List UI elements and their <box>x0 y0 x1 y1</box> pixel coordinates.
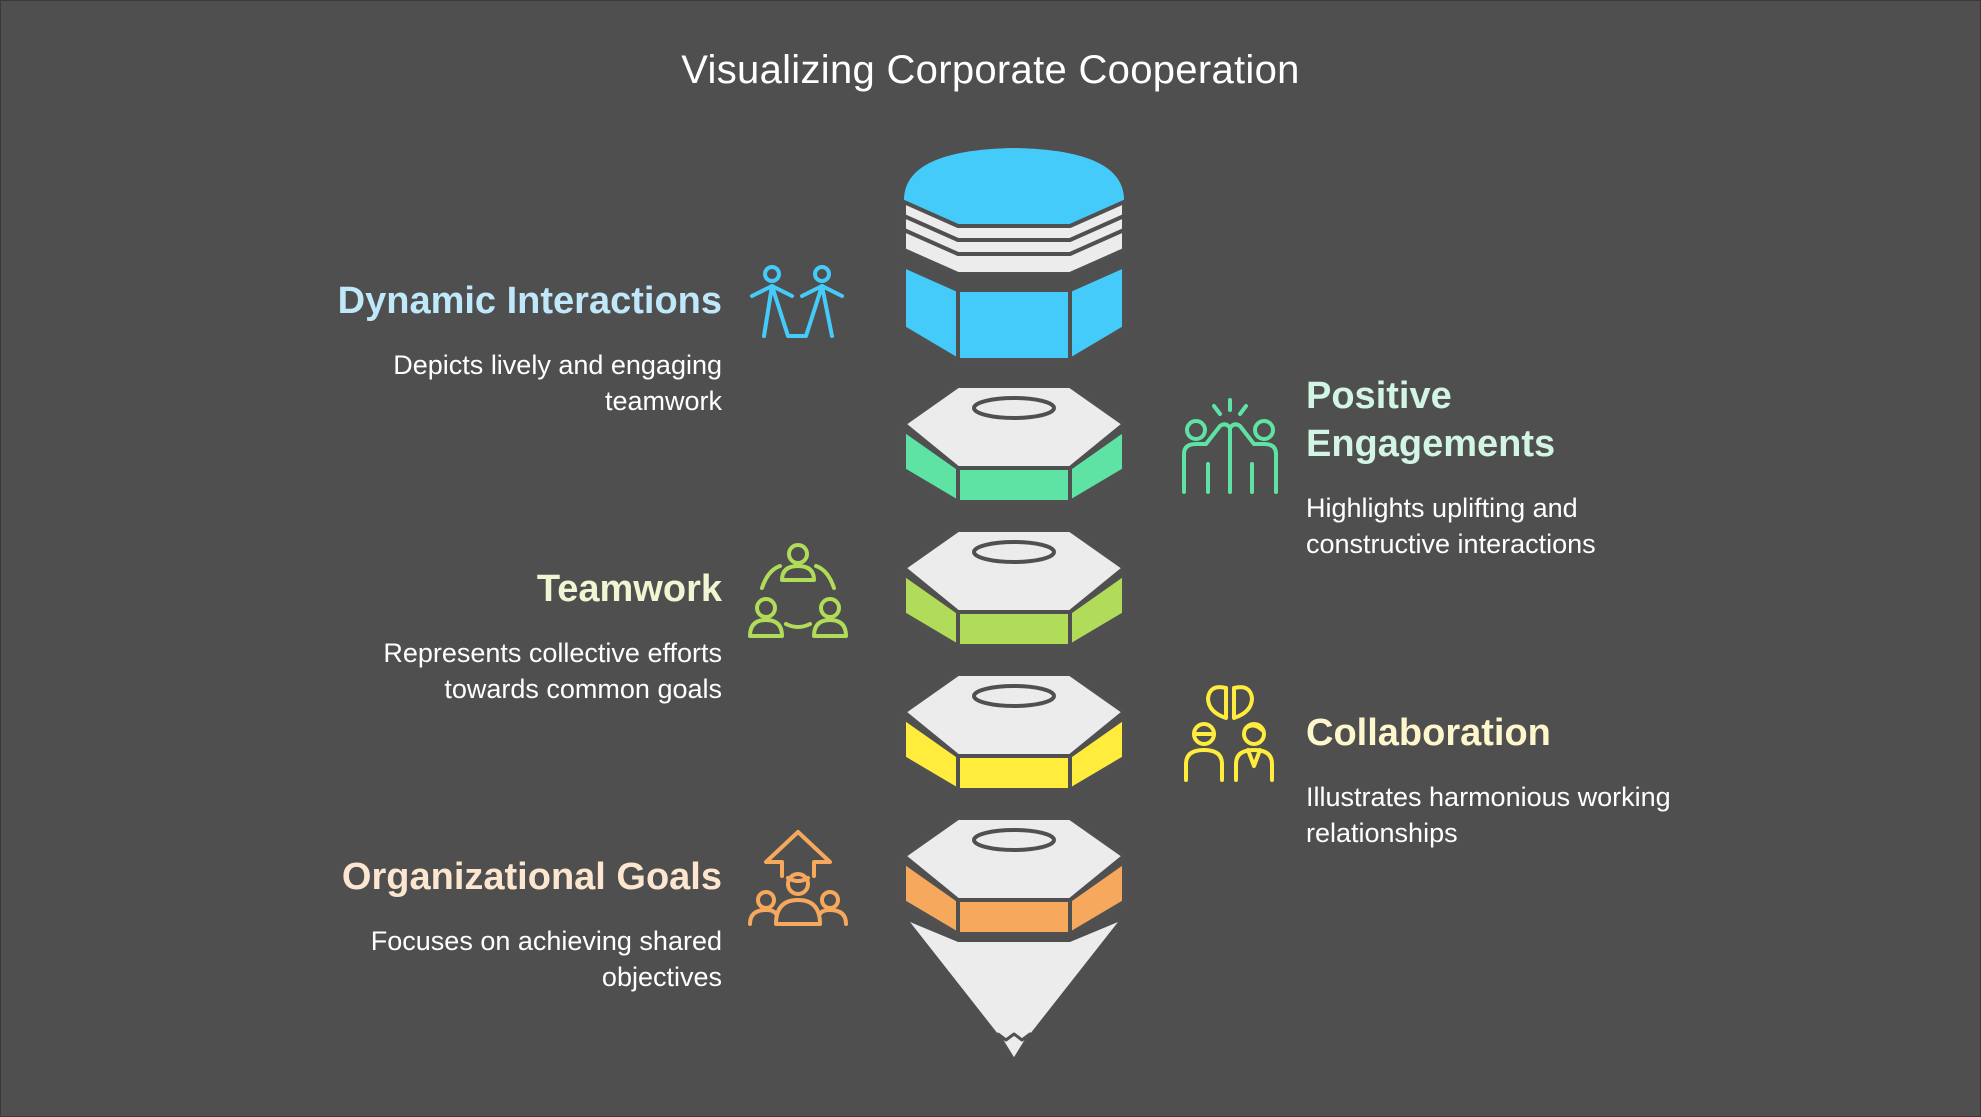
item-dynamic-interactions: Dynamic Interactions Depicts lively and … <box>302 277 722 419</box>
item-title: Collaboration <box>1306 712 1551 754</box>
item-collaboration: Collaboration Illustrates harmonious wor… <box>1306 709 1726 851</box>
cap-dome <box>904 148 1124 226</box>
item-description: Highlights uplifting and constructive in… <box>1306 493 1596 559</box>
segment-collaboration-top <box>902 672 1126 758</box>
segment-collaboration-hole <box>972 684 1056 708</box>
item-description: Represents collective efforts towards co… <box>383 638 722 704</box>
segment-teamwork-top <box>902 528 1126 614</box>
pencil-tip <box>910 922 1118 1040</box>
segment-positive-top <box>902 384 1126 470</box>
growth-team-icon <box>748 830 848 926</box>
high-five-icon <box>1182 398 1278 494</box>
item-description: Depicts lively and engaging teamwork <box>393 350 722 416</box>
cap-body <box>902 264 1126 362</box>
team-circle-icon <box>748 543 848 638</box>
dancing-people-icon <box>750 265 844 338</box>
segment-teamwork-hole <box>972 540 1056 564</box>
item-teamwork: Teamwork Represents collective efforts t… <box>302 565 722 707</box>
item-description: Focuses on achieving shared objectives <box>370 926 722 992</box>
item-title: Teamwork <box>536 568 722 610</box>
handshake-people-icon <box>1184 685 1274 782</box>
item-title: Positive Engagements <box>1306 375 1556 465</box>
segment-positive-hole <box>972 396 1056 420</box>
item-organizational-goals: Organizational Goals Focuses on achievin… <box>302 853 722 995</box>
pencil-point <box>996 1032 1032 1062</box>
item-positive-engagements: Positive Engagements Highlights upliftin… <box>1306 372 1666 562</box>
item-description: Illustrates harmonious working relations… <box>1306 782 1671 848</box>
item-title: Dynamic Interactions <box>337 280 722 322</box>
page-title: Visualizing Corporate Cooperation <box>681 48 1300 92</box>
item-title: Organizational Goals <box>341 856 722 898</box>
segment-goals-top <box>902 816 1126 902</box>
segment-goals-hole <box>972 828 1056 852</box>
cap-band <box>902 228 1126 276</box>
